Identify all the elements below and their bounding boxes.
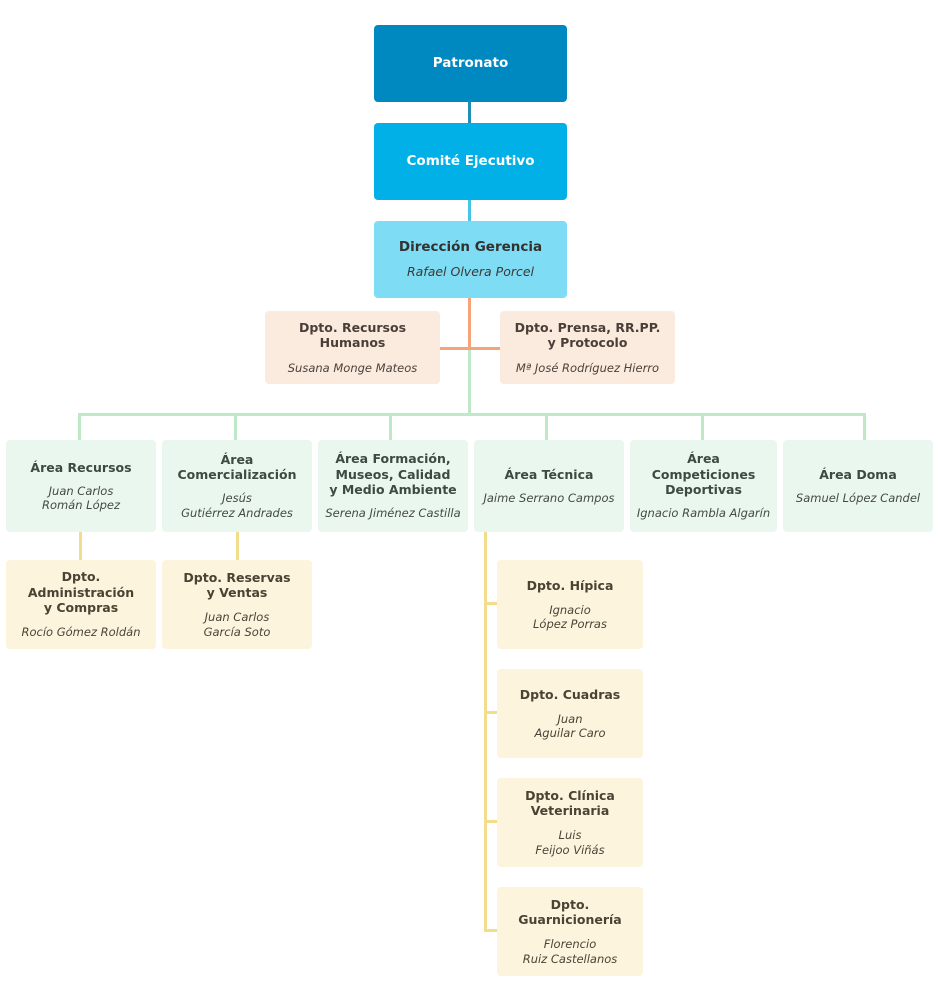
node-area-comercializacion-title: Área Comercialización	[177, 451, 297, 483]
node-area-formacion-title: Área Formación, Museos, Calidad y Medio …	[329, 451, 457, 497]
connector-stub-guarnicioneria	[484, 929, 498, 932]
node-area-doma-title: Área Doma	[819, 466, 897, 482]
node-area-recursos-person: Juan Carlos Román López	[41, 483, 121, 513]
node-direccion-gerencia-person: Rafael Olvera Porcel	[406, 264, 535, 280]
node-area-comercializacion[interactable]: Área Comercialización Jesús Gutiérrez An…	[162, 440, 312, 532]
node-area-doma-person: Samuel López Candel	[795, 490, 921, 505]
node-dpto-guarnicioneria[interactable]: Dpto. Guarnicionería Florencio Ruiz Cast…	[497, 887, 643, 976]
connector-drop-area-recursos	[78, 413, 81, 440]
node-dpto-clinica-veterinaria-title: Dpto. Clínica Veterinaria	[525, 787, 615, 819]
connector-staff-horizontal	[439, 347, 501, 350]
node-direccion-gerencia-title: Dirección Gerencia	[398, 238, 543, 255]
node-dpto-hipica[interactable]: Dpto. Hípica Ignacio López Porras	[497, 560, 643, 649]
node-area-competiciones-title: Área Competiciones Deportivas	[651, 451, 756, 497]
node-dpto-prensa-protocolo-title: Dpto. Prensa, RR.PP. y Protocolo	[514, 320, 661, 351]
node-dpto-clinica-veterinaria[interactable]: Dpto. Clínica Veterinaria Luis Feijoo Vi…	[497, 778, 643, 867]
node-dpto-reservas-ventas-title: Dpto. Reservas y Ventas	[183, 569, 291, 601]
node-dpto-reservas-ventas[interactable]: Dpto. Reservas y Ventas Juan Carlos Garc…	[162, 560, 312, 649]
node-area-formacion[interactable]: Área Formación, Museos, Calidad y Medio …	[318, 440, 468, 532]
node-area-comercializacion-person: Jesús Gutiérrez Andrades	[181, 491, 293, 520]
connector-tecnica-spine	[484, 532, 487, 932]
node-dpto-guarnicioneria-person: Florencio Ruiz Castellanos	[522, 937, 618, 966]
node-area-competiciones[interactable]: Área Competiciones Deportivas Ignacio Ra…	[630, 440, 777, 532]
connector-recursos-administracion	[79, 532, 82, 560]
connector-drop-area-competiciones	[701, 413, 704, 440]
node-dpto-prensa-protocolo[interactable]: Dpto. Prensa, RR.PP. y Protocolo Mª José…	[500, 311, 675, 384]
node-area-recursos-title: Área Recursos	[30, 459, 132, 475]
connector-drop-area-doma	[863, 413, 866, 440]
connector-gerencia-staff-stem	[468, 298, 471, 350]
node-area-tecnica-person: Jaime Serrano Campos	[483, 490, 615, 505]
connector-comite-gerencia	[468, 199, 471, 221]
node-dpto-reservas-ventas-person: Juan Carlos García Soto	[203, 610, 271, 639]
node-dpto-administracion-compras-title: Dpto. Administración y Compras	[27, 569, 135, 615]
node-dpto-cuadras-title: Dpto. Cuadras	[519, 686, 621, 702]
node-dpto-hipica-title: Dpto. Hípica	[526, 577, 614, 593]
connector-drop-area-comercializacion	[234, 413, 237, 440]
node-dpto-administracion-compras-person: Rocío Gómez Roldán	[21, 625, 141, 640]
connector-stub-clinica	[484, 820, 498, 823]
node-area-tecnica-title: Área Técnica	[504, 466, 594, 482]
node-patronato[interactable]: Patronato	[374, 25, 567, 102]
node-dpto-recursos-humanos-person: Susana Monge Mateos	[287, 360, 418, 375]
connector-drop-area-formacion	[389, 413, 392, 440]
node-dpto-prensa-protocolo-person: Mª José Rodríguez Hierro	[515, 360, 660, 375]
node-direccion-gerencia[interactable]: Dirección Gerencia Rafael Olvera Porcel	[374, 221, 567, 298]
connector-areas-bus	[78, 413, 866, 416]
node-dpto-recursos-humanos-title: Dpto. Recursos Humanos	[298, 320, 407, 351]
connector-drop-area-tecnica	[545, 413, 548, 440]
connector-gerencia-areas-stem	[468, 350, 471, 415]
node-dpto-recursos-humanos[interactable]: Dpto. Recursos Humanos Susana Monge Mate…	[265, 311, 440, 384]
connector-comercializacion-reservas	[236, 532, 239, 560]
connector-patronato-comite	[468, 102, 471, 124]
node-area-recursos[interactable]: Área Recursos Juan Carlos Román López	[6, 440, 156, 532]
node-dpto-clinica-veterinaria-person: Luis Feijoo Viñás	[535, 828, 605, 857]
node-comite-ejecutivo-title: Comité Ejecutivo	[406, 153, 535, 170]
connector-stub-cuadras	[484, 711, 498, 714]
node-dpto-cuadras[interactable]: Dpto. Cuadras Juan Aguilar Caro	[497, 669, 643, 758]
connector-stub-hipica	[484, 602, 498, 605]
node-area-tecnica[interactable]: Área Técnica Jaime Serrano Campos	[474, 440, 624, 532]
node-area-formacion-person: Serena Jiménez Castilla	[325, 506, 461, 521]
node-dpto-guarnicioneria-title: Dpto. Guarnicionería	[518, 896, 622, 928]
node-patronato-title: Patronato	[432, 55, 509, 72]
node-comite-ejecutivo[interactable]: Comité Ejecutivo	[374, 123, 567, 200]
node-dpto-cuadras-person: Juan Aguilar Caro	[534, 711, 606, 741]
node-area-competiciones-person: Ignacio Rambla Algarín	[636, 506, 771, 521]
node-area-doma[interactable]: Área Doma Samuel López Candel	[783, 440, 933, 532]
node-dpto-administracion-compras[interactable]: Dpto. Administración y Compras Rocío Góm…	[6, 560, 156, 649]
node-dpto-hipica-person: Ignacio López Porras	[533, 602, 607, 632]
